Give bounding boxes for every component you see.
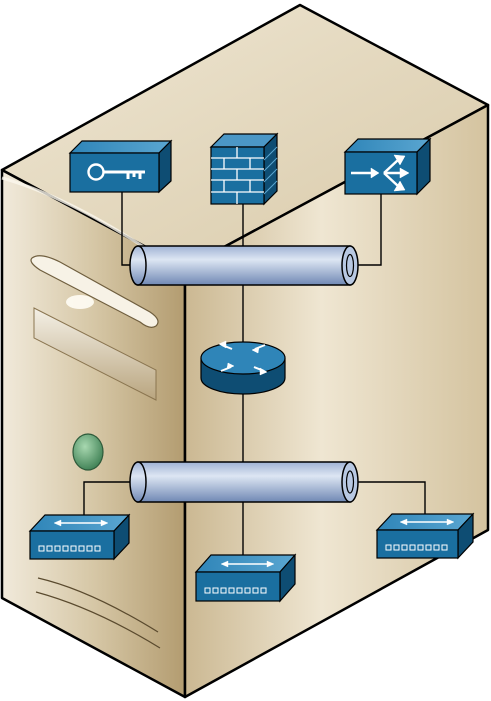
- workgroup-switch-icon: [194, 553, 297, 603]
- connection-lines: [83, 192, 426, 555]
- server-front-panel: [30, 255, 161, 649]
- vent-line: [35, 591, 161, 649]
- drive-bay-panel: [33, 307, 157, 401]
- drive-bay-slot: [30, 255, 159, 328]
- content-switch-icon: [343, 137, 432, 196]
- workgroup-switch-icon: [375, 512, 475, 560]
- encryption-key-appliance-icon: [68, 139, 173, 194]
- firewall-brick-wall-icon: [209, 132, 279, 206]
- workgroup-switch-icon: [28, 513, 131, 561]
- network-bus-cylinder-icon: [129, 245, 359, 286]
- power-led-icon: [72, 433, 104, 471]
- router-icon: [200, 340, 286, 395]
- vent-line: [37, 577, 159, 633]
- network-bus-cylinder-icon: [129, 461, 359, 503]
